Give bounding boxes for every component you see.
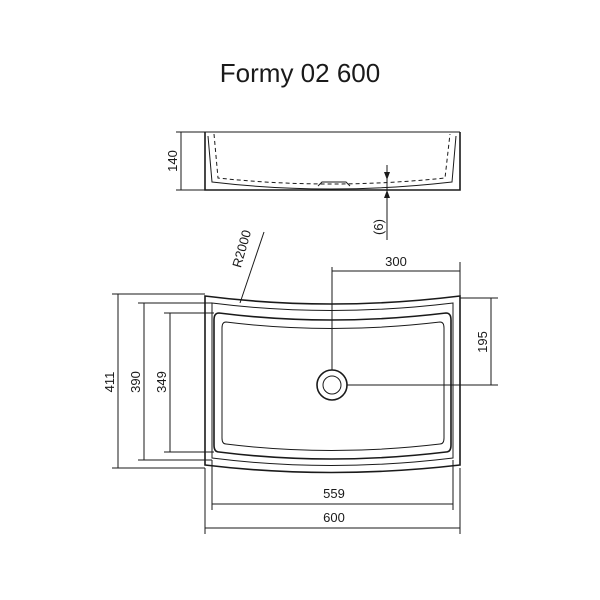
drain-y-label: 195 [475,331,490,353]
height-side-label: 140 [165,150,180,172]
radius-label: R2000 [229,228,254,269]
top-view: 300 195 R2000 411 390 349 559 600 [102,228,498,534]
drain-inner-ring [322,375,342,395]
top-view-inner-rim [211,302,454,466]
depth-outer-label: 411 [102,372,117,393]
drain-offset-arrow-bottom [384,190,390,198]
width-inner-label: 559 [323,486,345,501]
drawing-title: Formy 02 600 [219,58,381,88]
top-view-bowl-inner [221,321,445,451]
drain-x-label: 300 [385,254,407,269]
side-view-inner-wall [213,133,451,185]
radius-leader [239,231,265,304]
drain-outer-ring [316,369,348,401]
depth-inner-label: 349 [154,371,169,393]
top-view-outer-rim [204,295,461,474]
side-view-outline [204,132,461,191]
width-outer-label: 600 [323,510,345,525]
drain-offset-arrow-top [384,172,390,180]
side-view-drain [317,181,351,187]
depth-mid-label: 390 [128,371,143,393]
top-view-bowl-edge [213,312,452,460]
side-view-wall-line [207,135,457,190]
side-view: 140 (6) [165,131,461,240]
drain-offset-label: (6) [371,219,386,235]
